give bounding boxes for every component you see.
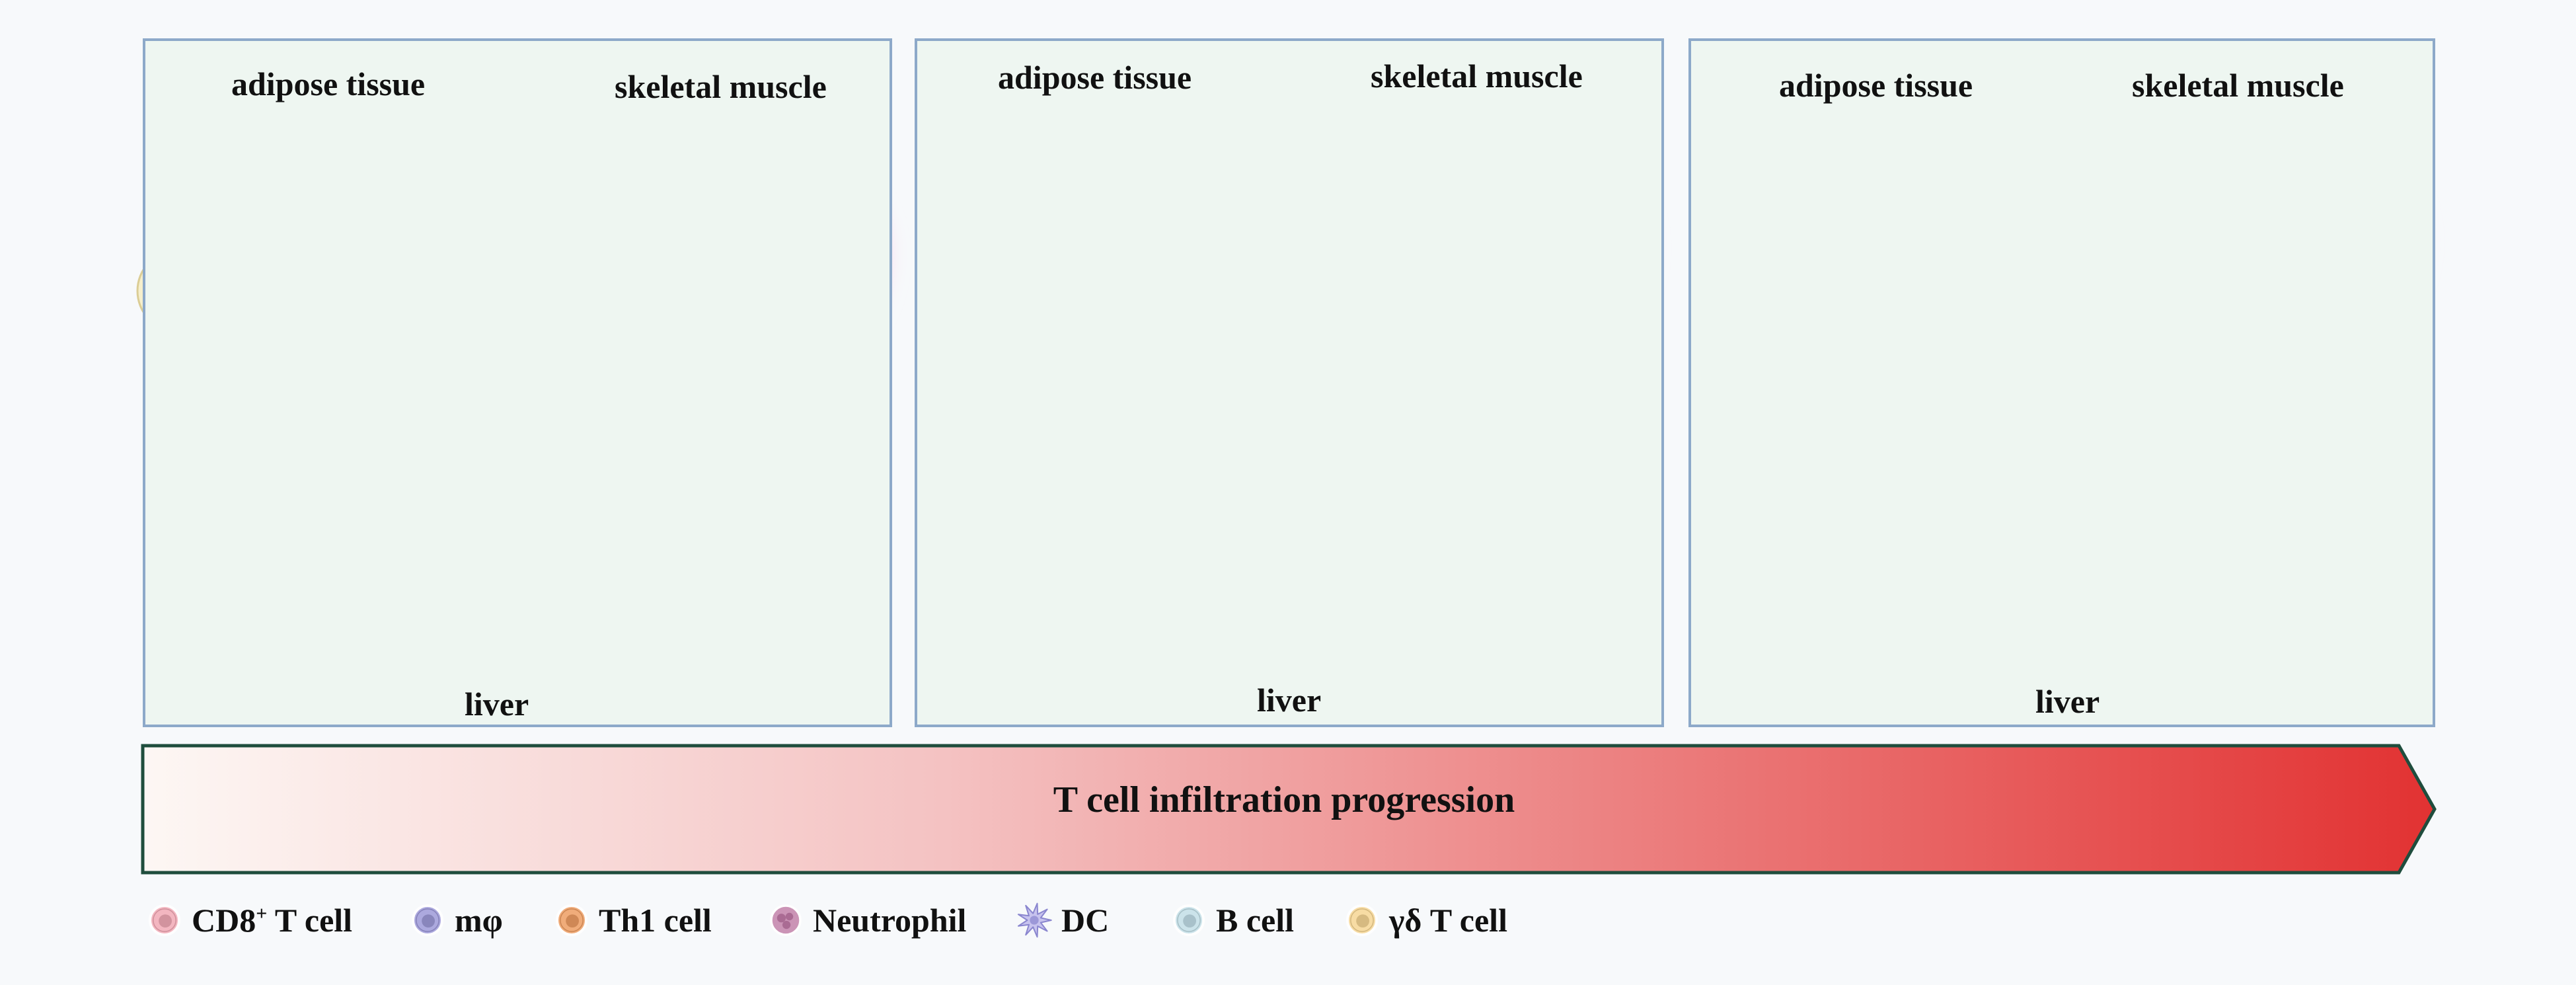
immune-cell bbox=[1173, 904, 1205, 936]
b-cell-icon bbox=[1173, 904, 1205, 936]
dendritic-cell bbox=[1017, 902, 1052, 938]
progression-arrow bbox=[141, 744, 2437, 875]
macrophage-icon bbox=[412, 904, 443, 936]
dendritic-cell-icon bbox=[1017, 902, 1052, 938]
legend-th1-cell: Th1 cell bbox=[549, 894, 712, 947]
immune-cell bbox=[1346, 904, 1378, 936]
panel-1-adipose-label: adipose tissue bbox=[231, 65, 426, 102]
legend-label: B cell bbox=[1216, 902, 1295, 939]
panel-2 bbox=[915, 38, 1664, 727]
panel-1-muscle-label: skeletal muscle bbox=[615, 68, 827, 105]
gamma-delta-t-cell-icon bbox=[1346, 904, 1378, 936]
legend-label: Neutrophil bbox=[813, 902, 967, 939]
legend-dc: DC bbox=[1011, 894, 1109, 947]
legend-label: CD8+ T cell bbox=[192, 902, 353, 939]
legend-label: Th1 cell bbox=[599, 902, 712, 939]
legend-label: DC bbox=[1061, 902, 1110, 939]
neutrophil-icon bbox=[770, 904, 802, 936]
legend-macrophage: mφ bbox=[404, 894, 503, 947]
legend-label: mφ bbox=[455, 902, 503, 939]
legend-cd8-t-cell: CD8+ T cell bbox=[141, 894, 352, 947]
panel-3-adipose-label: adipose tissue bbox=[1779, 67, 1973, 104]
th1-cell-icon bbox=[556, 904, 587, 936]
panel-3-liver-label: liver bbox=[2035, 683, 2100, 720]
panel-1-liver-label: liver bbox=[465, 686, 529, 723]
legend-label: γδ T cell bbox=[1389, 902, 1507, 939]
panel-2-liver-label: liver bbox=[1257, 682, 1322, 719]
cd8-t-cell-icon bbox=[149, 904, 180, 936]
immune-cell bbox=[412, 904, 443, 936]
panel-2-muscle-label: skeletal muscle bbox=[1371, 58, 1583, 95]
immune-cell bbox=[556, 904, 587, 936]
panel-3 bbox=[1688, 38, 2435, 727]
panel-1 bbox=[143, 38, 892, 727]
panel-2-adipose-label: adipose tissue bbox=[998, 59, 1192, 96]
progression-arrow-label: T cell infiltration progression bbox=[1053, 779, 1515, 820]
immune-cell bbox=[149, 904, 180, 936]
legend-b-cell: B cell bbox=[1166, 894, 1294, 947]
legend-neutrophil: Neutrophil bbox=[763, 894, 966, 947]
legend-gamma-delta-t-cell: γδ T cell bbox=[1339, 894, 1507, 947]
neutrophil-cell bbox=[770, 904, 802, 936]
panel-3-muscle-label: skeletal muscle bbox=[2132, 67, 2344, 104]
